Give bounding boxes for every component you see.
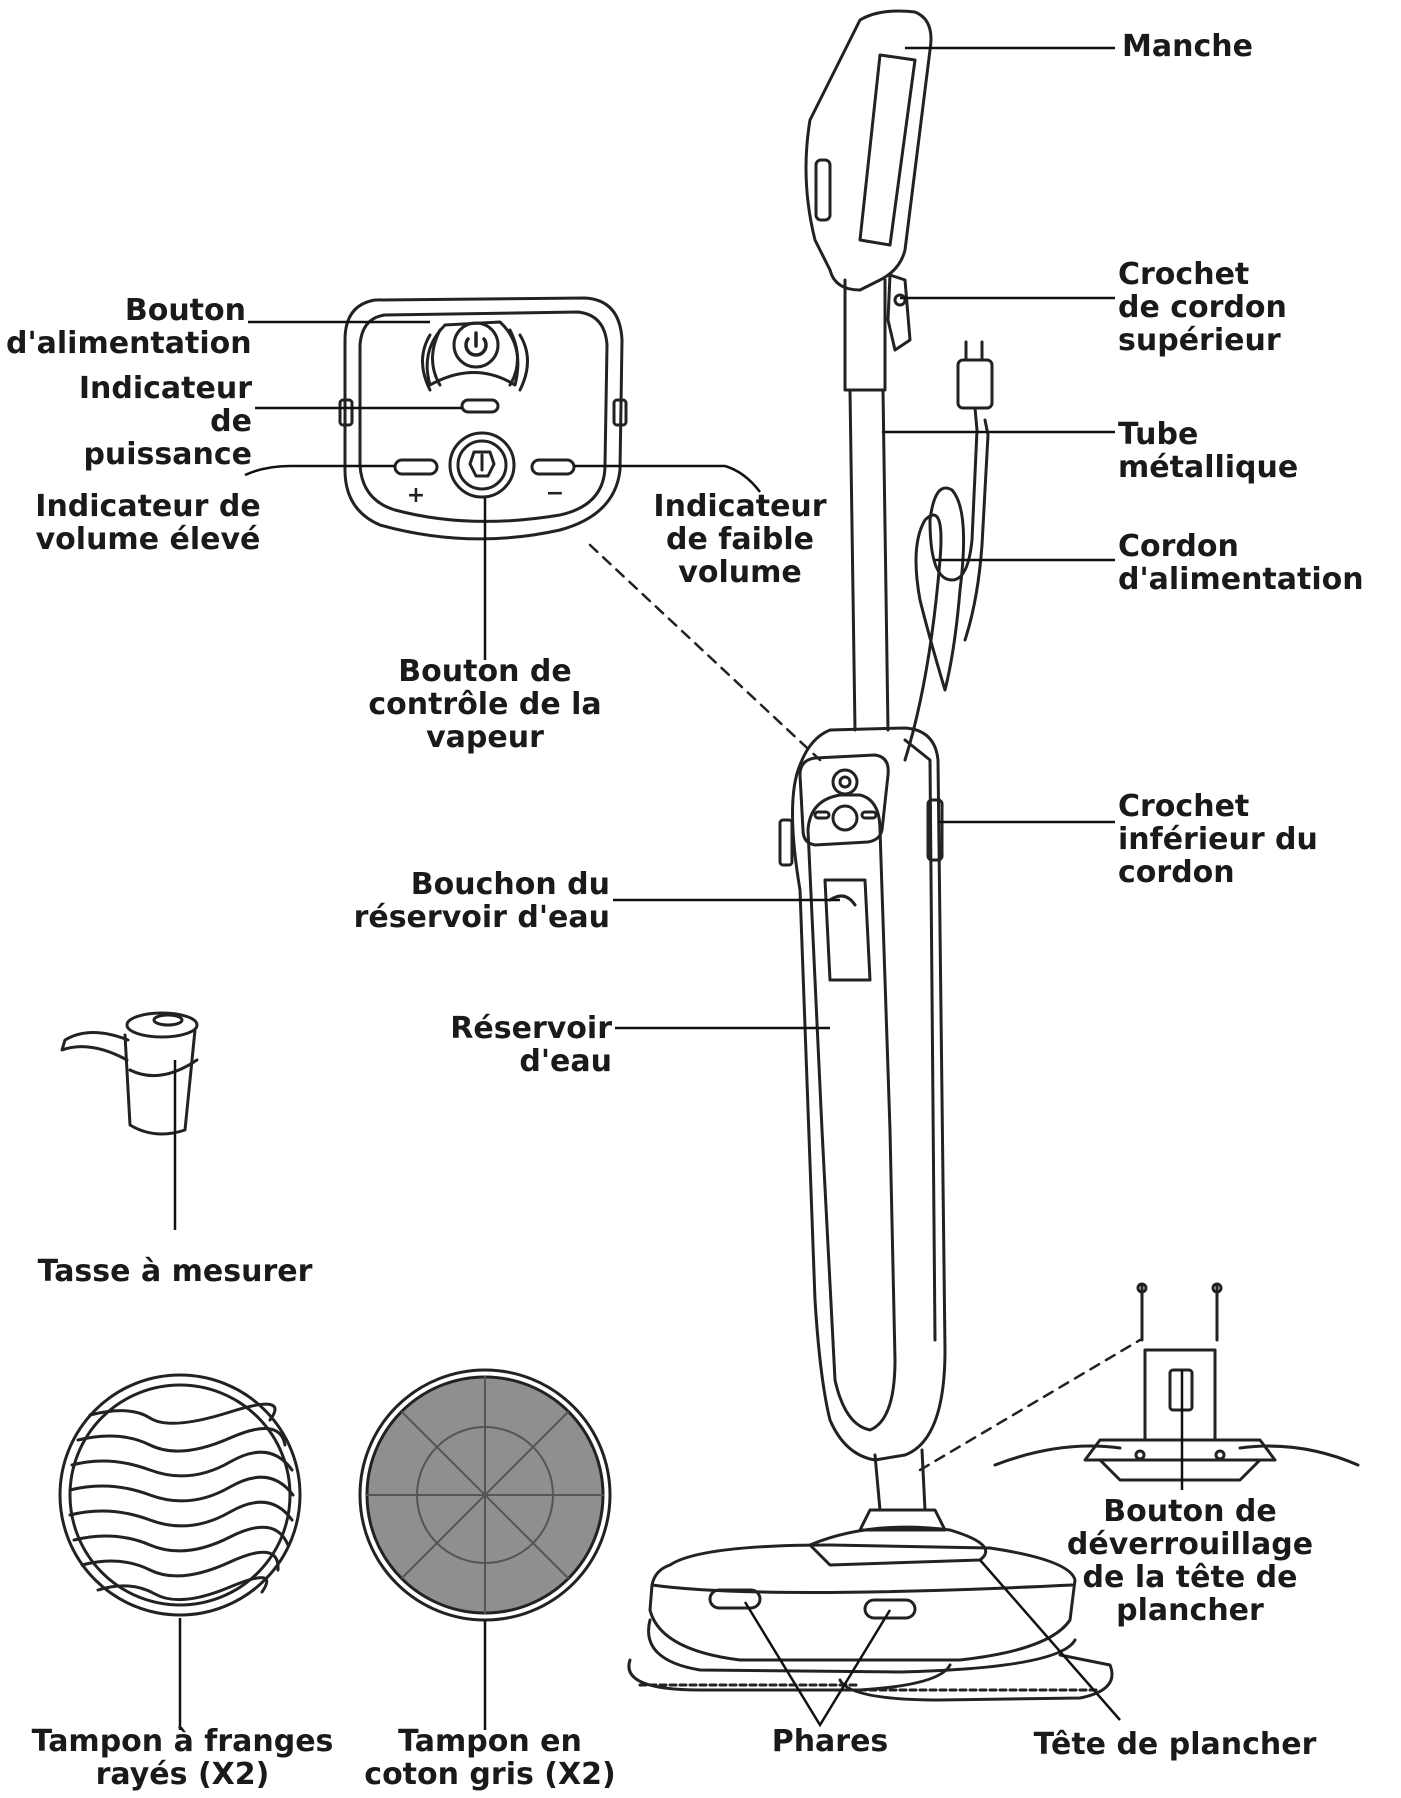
label-indicateur-faible: Indicateur de faible volume	[653, 489, 827, 590]
label-crochet-inferieur: Crochet inférieur du cordon	[1118, 789, 1318, 890]
label-bouton-deverrouillage: Bouton de déverrouillage de la tête de p…	[1066, 1494, 1314, 1628]
label-indicateur-eleve: Indicateur de volume élevé	[35, 489, 261, 557]
dashed-callouts	[588, 543, 1142, 1472]
power-cord	[903, 340, 994, 762]
grey-cotton-pad	[358, 1368, 612, 1622]
floor-head-unlock-detail	[993, 1282, 1360, 1482]
handle	[804, 9, 933, 292]
label-phares: Phares	[771, 1724, 889, 1759]
label-tampon-coton: Tampon en coton gris (X2)	[364, 1724, 616, 1792]
handle-neck	[843, 278, 887, 392]
label-bouton-alimentation: Bouton d'alimentation	[6, 293, 252, 361]
measuring-cup-icon	[60, 1011, 199, 1136]
leader-lines	[173, 46, 1184, 1730]
label-cordon: Cordon d'alimentation	[1118, 529, 1364, 597]
label-indicateur-puissance: Indicateur de puissance	[78, 371, 252, 472]
label-bouton-vapeur: Bouton de contrôle de la vapeur	[368, 654, 602, 755]
label-reservoir: Réservoir d'eau	[450, 1011, 612, 1079]
steam-icon	[468, 450, 496, 478]
minus-mark: −	[546, 481, 564, 506]
label-tete: Tête de plancher	[1033, 1727, 1317, 1762]
power-icon	[464, 331, 488, 357]
label-tube: Tube métallique	[1118, 417, 1299, 485]
plus-mark: +	[407, 483, 425, 508]
label-crochet-superieur: Crochet de cordon supérieur	[1118, 257, 1287, 358]
label-tasse: Tasse à mesurer	[37, 1254, 313, 1289]
main-body	[778, 726, 947, 1462]
upper-cord-hook	[886, 273, 912, 352]
metal-tube	[848, 388, 890, 732]
striped-fringe-pad	[58, 1373, 302, 1617]
label-bouchon: Bouchon du réservoir d'eau	[353, 867, 610, 935]
body-control-panel	[798, 753, 890, 847]
label-manche: Manche	[1122, 29, 1253, 64]
floor-head	[627, 1448, 1114, 1702]
control-panel-enlarged	[338, 296, 628, 541]
label-tampon-franges: Tampon à franges rayés (X2)	[31, 1724, 334, 1792]
